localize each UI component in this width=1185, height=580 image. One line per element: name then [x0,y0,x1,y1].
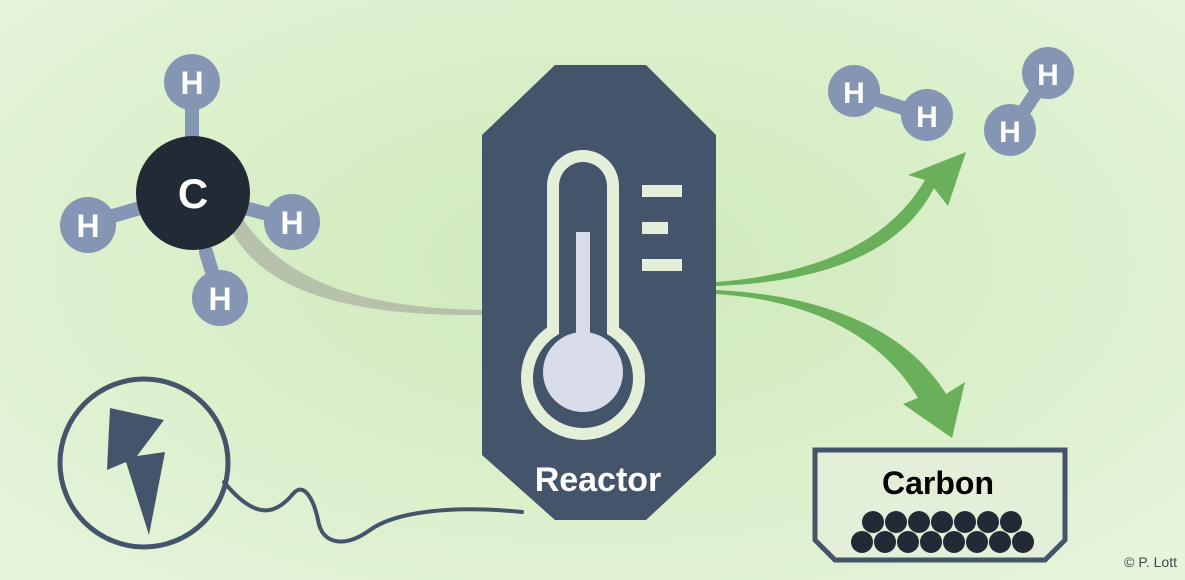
thermometer-scale [642,185,682,271]
copyright-notice: © P. Lott [1124,554,1177,570]
hydrogen-atom-right: H [264,194,320,250]
hydrogen-label: H [208,281,231,317]
carbon-atom: C [136,136,250,250]
lightning-bolt-icon [107,408,165,535]
hydrogen-atom-left: H [60,197,116,253]
reactor-label: Reactor [535,461,662,499]
hydrogen-label: H [280,205,303,241]
carbon-atom-label: C [178,170,208,217]
hydrogen-atom-bottom: H [192,270,248,326]
hydrogen-atom-top: H [164,54,220,110]
carbon-product-arrow [716,290,965,438]
methane-molecule: H H H H C [60,54,320,326]
carbon-particles [851,511,1034,553]
power-cable [222,480,524,544]
carbon-container: Carbon [812,447,1068,563]
power-source [57,376,231,550]
hydrogen-label: H [76,208,99,244]
methane-feed-arrow [232,218,482,316]
hydrogen-molecule-2: H H [984,47,1074,156]
hydrogen-label: H [180,65,203,101]
hydrogen-label: H [843,77,865,110]
carbon-product-label: Carbon [882,465,994,501]
reactor: Reactor [482,65,716,520]
hydrogen-label: H [999,116,1021,149]
hydrogen-label: H [1037,59,1059,92]
hydrogen-molecule-1: H H [828,65,953,141]
hydrogen-product-arrow [716,152,966,286]
hydrogen-label: H [916,101,938,134]
thermometer-icon [521,150,645,440]
